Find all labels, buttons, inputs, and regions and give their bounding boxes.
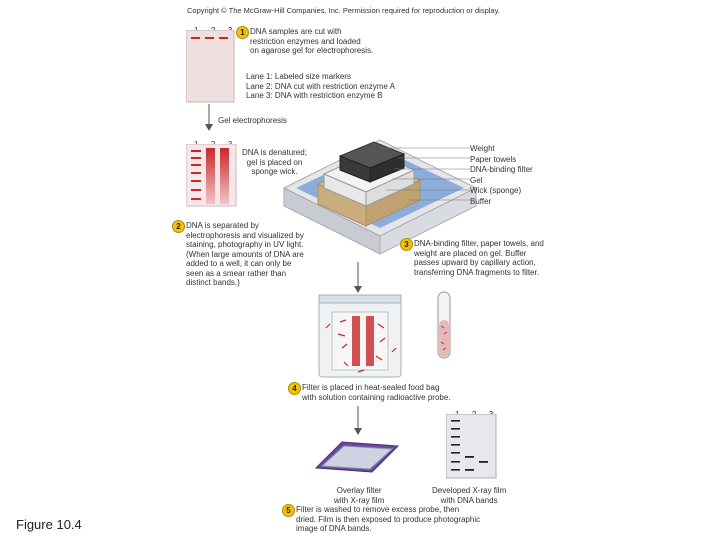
- probe-test-tube: [432, 290, 456, 366]
- label-buffer: Buffer: [470, 197, 533, 208]
- step-4-text: Filter is placed in heat-sealed food bag…: [302, 383, 451, 402]
- copyright-text: Copyright © The McGraw-Hill Companies, I…: [187, 6, 500, 15]
- apparatus-labels: Weight Paper towels DNA-binding filter G…: [470, 144, 533, 207]
- label-gel: Gel: [470, 176, 533, 187]
- overlay-xray-film: [312, 438, 402, 476]
- lane-legend: Lane 1: Labeled size markers Lane 2: DNA…: [246, 72, 395, 101]
- step-5-text: Filter is washed to remove excess probe,…: [296, 505, 480, 534]
- label-leader-lines: [380, 146, 472, 210]
- label-weight: Weight: [470, 144, 533, 155]
- figure-label: Figure 10.4: [16, 517, 82, 532]
- arrow-down-icon: [352, 406, 364, 436]
- developed-label: Developed X-ray film with DNA bands: [432, 486, 506, 505]
- step-3-text: DNA-binding filter, paper towels, and we…: [414, 239, 544, 277]
- step-5-badge: 5: [282, 504, 295, 517]
- step-1-badge: 1: [236, 26, 249, 39]
- label-paper-towels: Paper towels: [470, 155, 533, 166]
- step-1-text: DNA samples are cut with restriction enz…: [250, 27, 373, 56]
- overlay-label: Overlay filter with X-ray film: [334, 486, 384, 505]
- gel-electrophoresis-label: Gel electrophoresis: [218, 116, 287, 126]
- label-dna-binding-filter: DNA-binding filter: [470, 165, 533, 176]
- step-4-badge: 4: [288, 382, 301, 395]
- sealed-bag-with-filter: [318, 294, 402, 378]
- agarose-gel-wells: [186, 30, 236, 104]
- arrow-down-icon: [352, 262, 364, 294]
- arrow-down-icon: [203, 104, 215, 132]
- separated-dna-gel: [186, 144, 238, 208]
- step-2-badge: 2: [172, 220, 185, 233]
- step-3-badge: 3: [400, 238, 413, 251]
- label-wick-sponge: Wick (sponge): [470, 186, 533, 197]
- developed-xray-film: [446, 414, 498, 480]
